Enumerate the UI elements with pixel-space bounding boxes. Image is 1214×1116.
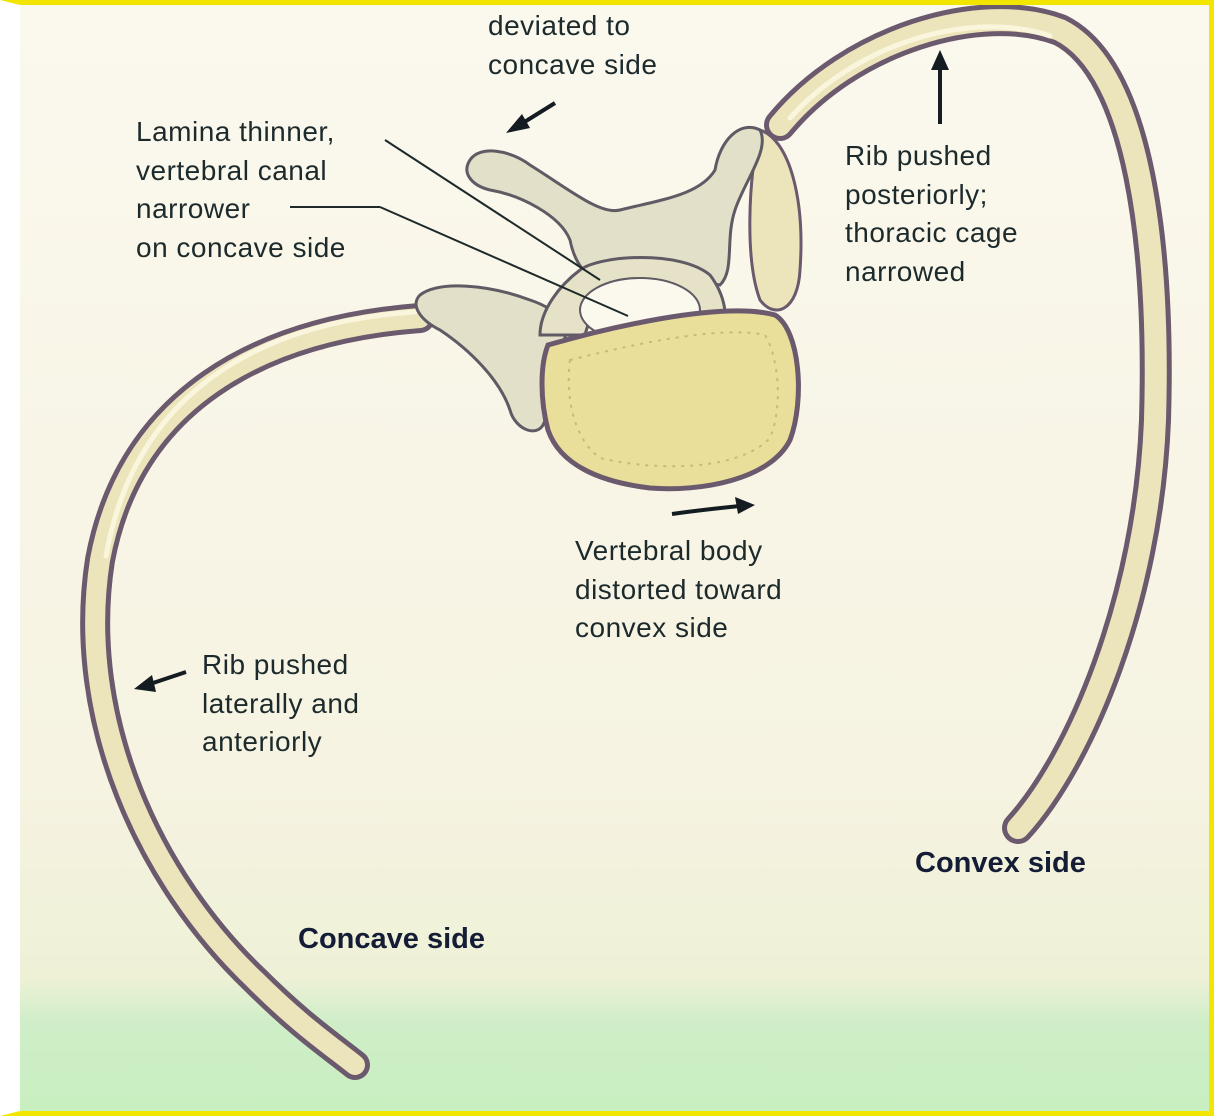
arrow-rib-lateral [134,672,186,692]
label-concave-side: Concave side [298,923,485,956]
label-line: deviated to [488,7,657,46]
label-line: posteriorly; [845,176,1018,215]
arrow-vertebral-body [672,497,755,514]
label-line: Rib pushed [202,646,359,685]
arrow-spinous-deviation [506,103,555,133]
label-line: distorted toward [575,571,782,610]
label-convex-side: Convex side [915,847,1086,880]
label-line: Lamina thinner, [136,113,346,152]
label-line: vertebral canal [136,152,346,191]
vertebral-body [542,311,798,489]
label-lamina-thinner: Lamina thinner, vertebral canal narrower… [136,113,346,267]
label-line: anteriorly [202,723,359,762]
label-line: narrowed [845,253,1018,292]
label-rib-pushed-posteriorly: Rib pushed posteriorly; thoracic cage na… [845,137,1018,291]
label-line: concave side [488,46,657,85]
label-line: thoracic cage [845,214,1018,253]
label-line: narrower [136,190,346,229]
label-vertebral-body-distorted: Vertebral body distorted toward convex s… [575,532,782,648]
label-line: Vertebral body [575,532,782,571]
label-rib-pushed-laterally: Rib pushed laterally and anteriorly [202,646,359,762]
label-line: on concave side [136,229,346,268]
label-line: laterally and [202,685,359,724]
label-deviated-to-concave-side: deviated to concave side [488,7,657,84]
label-line: Rib pushed [845,137,1018,176]
label-line: convex side [575,609,782,648]
arrow-rib-posterior [931,50,949,124]
